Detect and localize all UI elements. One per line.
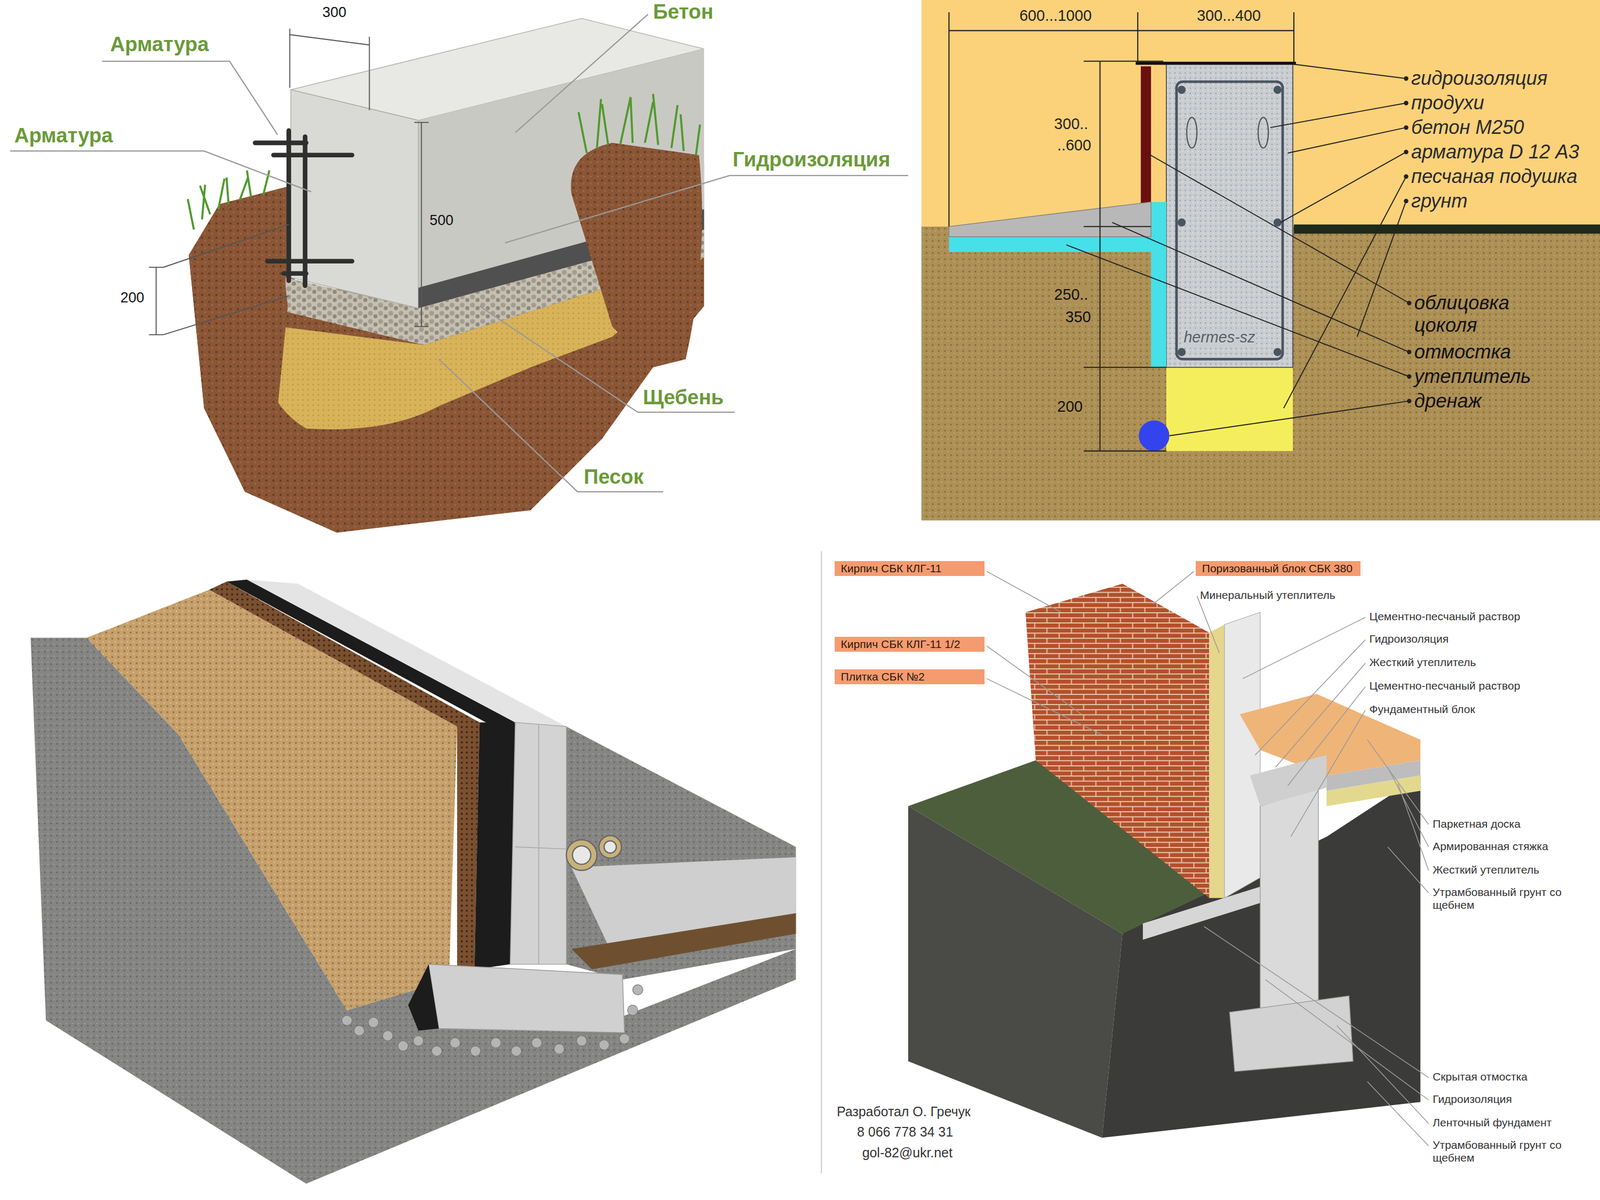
part-label: облицовка цоколя bbox=[1414, 291, 1538, 337]
part-label: грунт bbox=[1411, 189, 1468, 213]
part-label: Армированная стяжка bbox=[1432, 840, 1549, 853]
panel-strip-foundation-section bbox=[921, 0, 1600, 521]
dimension-label: 200 bbox=[1056, 397, 1084, 416]
part-label: продухи bbox=[1411, 91, 1485, 115]
part-label: Гидроизоляция bbox=[1369, 632, 1450, 646]
part-label: Гидроизоляция bbox=[732, 147, 891, 172]
part-label: gol-82@ukr.net bbox=[862, 1145, 953, 1161]
box-text: Кирпич СБК КЛГ-11 1/2 bbox=[841, 637, 979, 651]
part-label: Щебень bbox=[642, 385, 724, 410]
dimension-label: ..600 bbox=[1056, 136, 1093, 155]
part-label: Скрытая отмостка bbox=[1432, 1070, 1528, 1084]
part-label: отмостка bbox=[1414, 340, 1511, 364]
part-label: Минеральный утеплитель bbox=[1200, 588, 1336, 602]
label-box: Кирпич СБК КЛГ-11 1/2 bbox=[834, 636, 985, 652]
part-label: 8 066 778 34 31 bbox=[857, 1124, 954, 1140]
part-label: Гидроизоляция bbox=[1432, 1092, 1512, 1106]
part-label: Ленточный фундамент bbox=[1432, 1116, 1552, 1130]
part-label: Фундаментный блок bbox=[1369, 702, 1476, 716]
label-box: Кирпич СБК КЛГ-11 bbox=[834, 561, 985, 576]
part-label: Утрамбованный грунт со щебнем bbox=[1432, 1138, 1586, 1165]
box-text: Плитка СБК №2 bbox=[841, 670, 979, 684]
part-label: Жесткий утеплитель bbox=[1432, 863, 1540, 877]
dimension-label: 300...400 bbox=[1195, 6, 1262, 25]
part-label: Арматура bbox=[14, 123, 114, 148]
panel-brick-wall-foundation bbox=[821, 550, 1429, 1174]
label-box: Поризованный блок СБК 380 bbox=[1195, 561, 1361, 576]
dimension-label: 300.. bbox=[1053, 115, 1090, 133]
dimension-label: 600...1000 bbox=[1018, 6, 1093, 25]
part-label: Бетон bbox=[653, 0, 714, 24]
panel-basement-wall-render bbox=[30, 579, 796, 1184]
part-label: Утрамбованный грунт со щебнем bbox=[1432, 885, 1586, 912]
part-label: Цементно-песчаный раствор bbox=[1369, 679, 1521, 693]
part-label: Разработал О. Гречук bbox=[836, 1104, 971, 1120]
dimension-label: 250.. bbox=[1053, 285, 1090, 304]
part-label: дренаж bbox=[1414, 389, 1482, 413]
box-text: Поризованный блок СБК 380 bbox=[1202, 562, 1355, 575]
part-label: утеплитель bbox=[1414, 365, 1532, 388]
part-label: Песок bbox=[583, 465, 644, 489]
dimension-label: 200 bbox=[120, 289, 145, 307]
part-label: Арматура bbox=[110, 32, 210, 56]
part-label: песчаная подушка bbox=[1411, 165, 1578, 188]
part-label: арматура D 12 А3 bbox=[1411, 140, 1580, 164]
part-label: Паркетная доска bbox=[1432, 817, 1521, 831]
dimension-label: 300 bbox=[322, 4, 347, 21]
part-label: Жесткий утеплитель bbox=[1369, 656, 1477, 669]
part-label: гидроизоляция bbox=[1411, 67, 1548, 90]
panel-strip-foundation-3d bbox=[10, 14, 909, 533]
watermark: hermes-sz bbox=[1183, 328, 1255, 347]
label-box: Плитка СБК №2 bbox=[834, 669, 985, 685]
dimension-label: 350 bbox=[1064, 308, 1093, 326]
part-label: бетон М250 bbox=[1411, 116, 1525, 139]
box-text: Кирпич СБК КЛГ-11 bbox=[841, 562, 979, 575]
dimension-label: 500 bbox=[429, 212, 454, 229]
part-label: Цементно-песчаный раствор bbox=[1369, 610, 1521, 623]
